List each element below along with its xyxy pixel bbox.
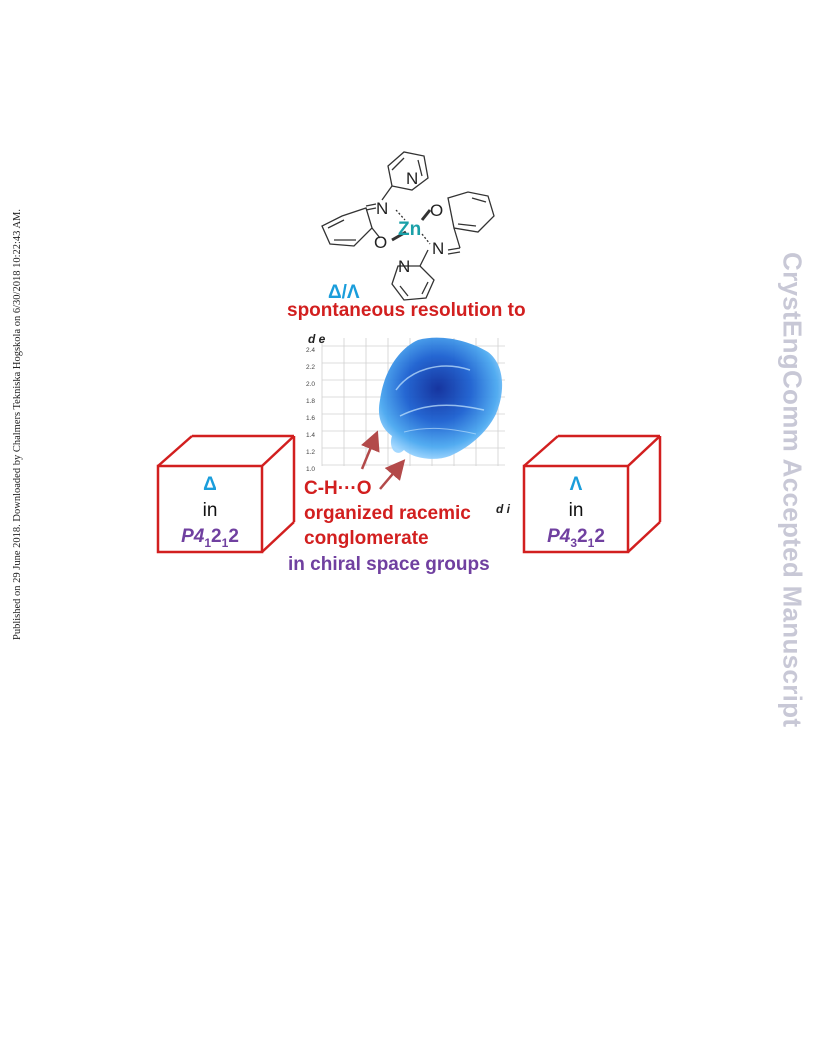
right-space-group: P43212 (524, 524, 628, 556)
zn-complex-structure: N N Zn O O N N (321, 151, 495, 301)
description-line-2: conglomerate (304, 528, 429, 549)
sg-end: 2 (594, 526, 605, 547)
sg-end: 2 (228, 526, 239, 547)
lambda-symbol: Λ (569, 474, 583, 495)
y-tick-label: 2.2 (306, 364, 316, 371)
arrow-lower (379, 459, 406, 490)
left-phenyl-ring (321, 207, 373, 247)
sg-subscript: 1 (587, 535, 595, 550)
description-line-1: organized racemic (304, 503, 471, 524)
y-tick-labels: 2.4 2.2 2.0 1.8 1.6 1.4 1.2 1.0 (306, 342, 315, 478)
bottom-pyridine-ring (391, 265, 435, 301)
atom-n-bottom-pyridine: N (398, 257, 410, 276)
y-tick-label: 1.2 (306, 449, 316, 456)
interaction-arrows (360, 430, 406, 490)
y-tick-label: 1.4 (306, 432, 316, 439)
sg-subscript: 1 (221, 535, 229, 550)
delta-symbol: Δ (203, 474, 217, 495)
right-box-in: in (568, 500, 584, 521)
y-tick-label: 1.8 (306, 398, 316, 405)
sg-prefix: P4 (181, 526, 205, 547)
figure-heading: spontaneous resolution to (287, 300, 526, 321)
x-axis-label: d i (496, 502, 510, 516)
right-box-label: Λ in P43212 (524, 472, 628, 556)
sg-middle: 2 (577, 526, 588, 547)
y-axis-label: d e (308, 332, 326, 346)
y-tick-label: 1.6 (306, 415, 316, 422)
left-space-group: P41212 (158, 524, 262, 556)
y-tick-label: 2.0 (306, 381, 316, 388)
atom-o-right: O (430, 201, 443, 220)
interaction-label: C-H···O (304, 478, 372, 499)
right-crystal-box (522, 434, 662, 554)
y-tick-label: 2.4 (306, 347, 316, 354)
space-groups-line: in chiral space groups (288, 554, 490, 575)
sg-subscript: 3 (570, 535, 578, 550)
y-tick-label: 1.0 (306, 466, 316, 473)
arrow-upper (360, 430, 380, 470)
atom-n-imine-bottom: N (432, 239, 444, 258)
atom-zn: Zn (398, 219, 421, 240)
chirality-label: Δ/Λ (328, 282, 360, 303)
atom-n-top-pyridine: N (406, 169, 418, 188)
publication-note-text: Published on 29 June 2018. Downloaded by… (12, 208, 23, 640)
sg-subscript: 1 (204, 535, 212, 550)
fingerprint-region (378, 337, 503, 459)
watermark-text: CrystEngComm Accepted Manuscript (777, 252, 808, 728)
atom-o-left: O (374, 233, 387, 252)
left-box-in: in (202, 500, 218, 521)
left-crystal-box (156, 434, 296, 554)
left-box-label: Δ in P41212 (158, 472, 262, 556)
atom-n-imine-top: N (376, 199, 388, 218)
sg-middle: 2 (211, 526, 222, 547)
sg-prefix: P4 (547, 526, 571, 547)
